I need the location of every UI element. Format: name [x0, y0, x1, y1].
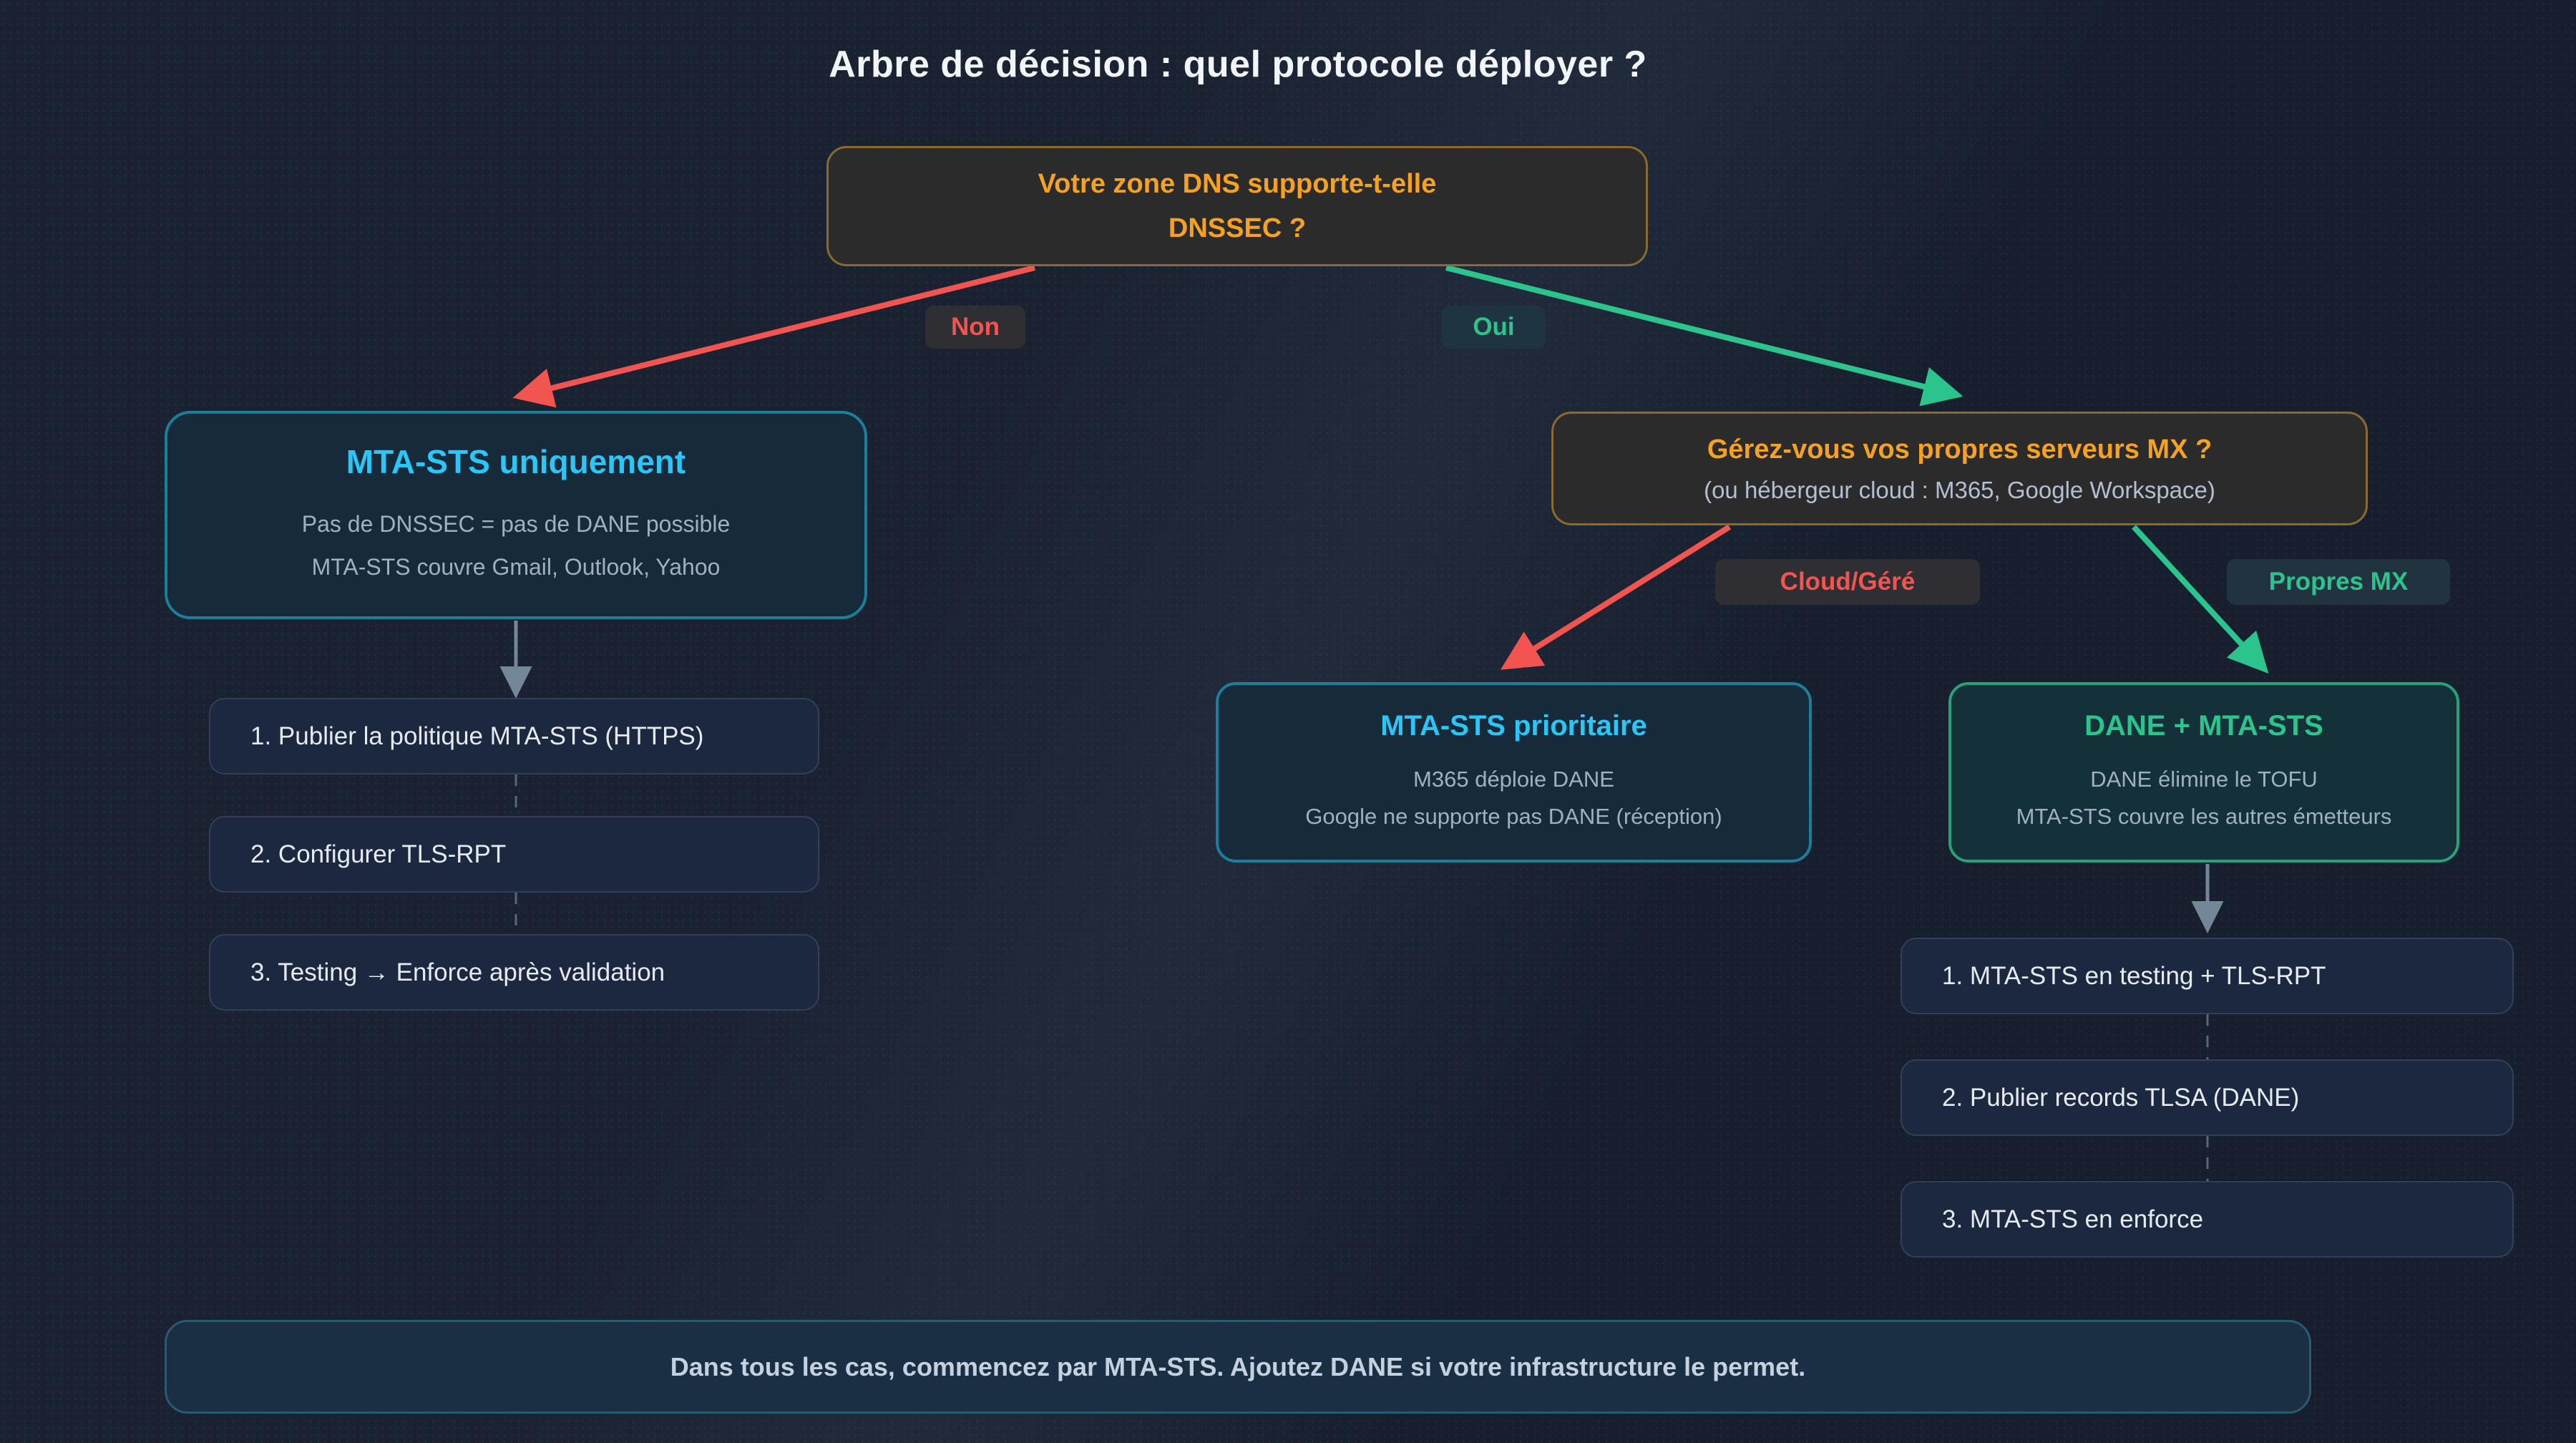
- node-mta-sts-uniquement: MTA-STS uniquement Pas de DNSSEC = pas d…: [165, 411, 867, 619]
- branch-label-oui: Oui: [1442, 306, 1546, 349]
- node-mta-sts-uniquement-line1: Pas de DNSSEC = pas de DANE possible: [301, 510, 731, 537]
- arrow-branch-oui: [1445, 265, 1963, 407]
- node-dane-mta-sts: DANE + MTA-STS DANE élimine le TOFU MTA-…: [1948, 682, 2459, 863]
- branch-label-propres-mx: Propres MX: [2227, 559, 2450, 605]
- node-dane-mta-sts-title: DANE + MTA-STS: [2084, 709, 2323, 742]
- left-step-1: 1. Publier la politique MTA-STS (HTTPS): [209, 698, 819, 774]
- right-step-3: 3. MTA-STS en enforce: [1901, 1181, 2514, 1258]
- node-mx-question: Gérez-vous vos propres serveurs MX ? (ou…: [1551, 412, 2368, 525]
- root-question-line2: DNSSEC ?: [1168, 213, 1307, 243]
- node-mta-sts-prioritaire-title: MTA-STS prioritaire: [1380, 709, 1647, 742]
- node-mta-sts-prioritaire-line1: M365 déploie DANE: [1413, 766, 1614, 792]
- node-dane-mta-sts-line2: MTA-STS couvre les autres émetteurs: [2016, 803, 2392, 829]
- footer-note-text: Dans tous les cas, commencez par MTA-STS…: [670, 1351, 1806, 1381]
- arrow-branch-propres-mx: [2132, 525, 2269, 674]
- left-step-3: 3. Testing → Enforce après validation: [209, 934, 819, 1011]
- node-dane-mta-sts-line1: DANE élimine le TOFU: [2090, 766, 2318, 792]
- right-step-2: 2. Publier records TLSA (DANE): [1901, 1059, 2514, 1136]
- node-mta-sts-uniquement-title: MTA-STS uniquement: [346, 442, 686, 480]
- footer-note: Dans tous les cas, commencez par MTA-STS…: [165, 1320, 2311, 1414]
- root-question-line1: Votre zone DNS supporte-t-elle: [1038, 169, 1437, 199]
- arrow-branch-non: [512, 265, 1035, 408]
- right-step-1: 1. MTA-STS en testing + TLS-RPT: [1901, 938, 2514, 1014]
- node-mta-sts-prioritaire: MTA-STS prioritaire M365 déploie DANE Go…: [1216, 682, 1812, 863]
- node-root-question: Votre zone DNS supporte-t-elle DNSSEC ?: [826, 146, 1648, 266]
- branch-label-non: Non: [925, 306, 1025, 349]
- node-mta-sts-prioritaire-line2: Google ne supporte pas DANE (réception): [1305, 803, 1722, 829]
- branch-label-cloud-gere: Cloud/Géré: [1715, 559, 1980, 605]
- arrow-branch-cloud: [1500, 524, 1732, 670]
- node-mx-question-subtitle: (ou hébergeur cloud : M365, Google Works…: [1704, 476, 2215, 503]
- node-mx-question-title: Gérez-vous vos propres serveurs MX ?: [1707, 434, 2212, 465]
- node-mta-sts-uniquement-line2: MTA-STS couvre Gmail, Outlook, Yahoo: [311, 553, 721, 580]
- page-title: Arbre de décision : quel protocole déplo…: [829, 44, 1647, 85]
- left-step-2: 2. Configurer TLS-RPT: [209, 816, 819, 893]
